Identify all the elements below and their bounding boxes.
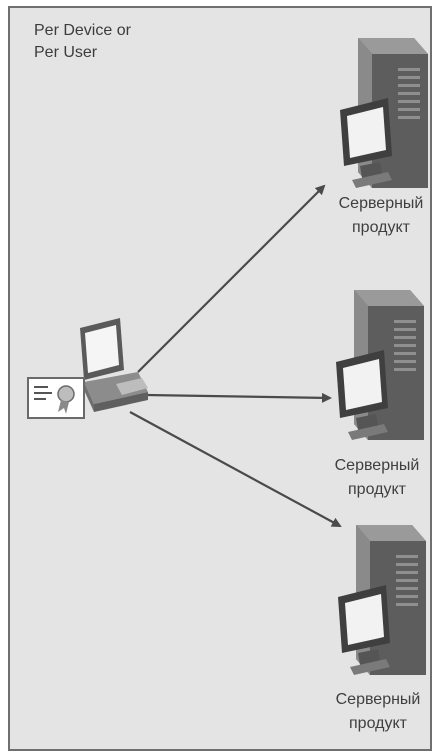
server-label-2-line-2: продукт <box>348 481 406 498</box>
server-label-1-line-2: продукт <box>352 219 410 236</box>
server-label-2-line-1: Серверный <box>334 457 420 474</box>
server-label-1: Серверный продукт <box>325 192 437 240</box>
license-certificate-icon <box>27 377 85 419</box>
server-label-3-line-1: Серверный <box>335 691 421 708</box>
server-label-1-line-1: Серверный <box>338 195 424 212</box>
arrow-to-server-2 <box>145 392 332 403</box>
server-tower-icon <box>338 525 426 675</box>
client-workstation-icon <box>80 318 148 412</box>
title-line-1: Per Device or <box>34 22 131 39</box>
licensing-mode-title: Per Device or Per User <box>34 20 131 64</box>
server-label-3: Серверный продукт <box>322 688 434 736</box>
server-label-2: Серверный продукт <box>321 454 433 502</box>
arrow-to-server-1 <box>137 184 326 373</box>
title-line-2: Per User <box>34 44 98 61</box>
server-tower-icon <box>336 290 424 440</box>
server-label-3-line-2: продукт <box>349 715 407 732</box>
server-tower-icon <box>340 38 428 188</box>
arrow-to-server-3 <box>129 411 342 527</box>
